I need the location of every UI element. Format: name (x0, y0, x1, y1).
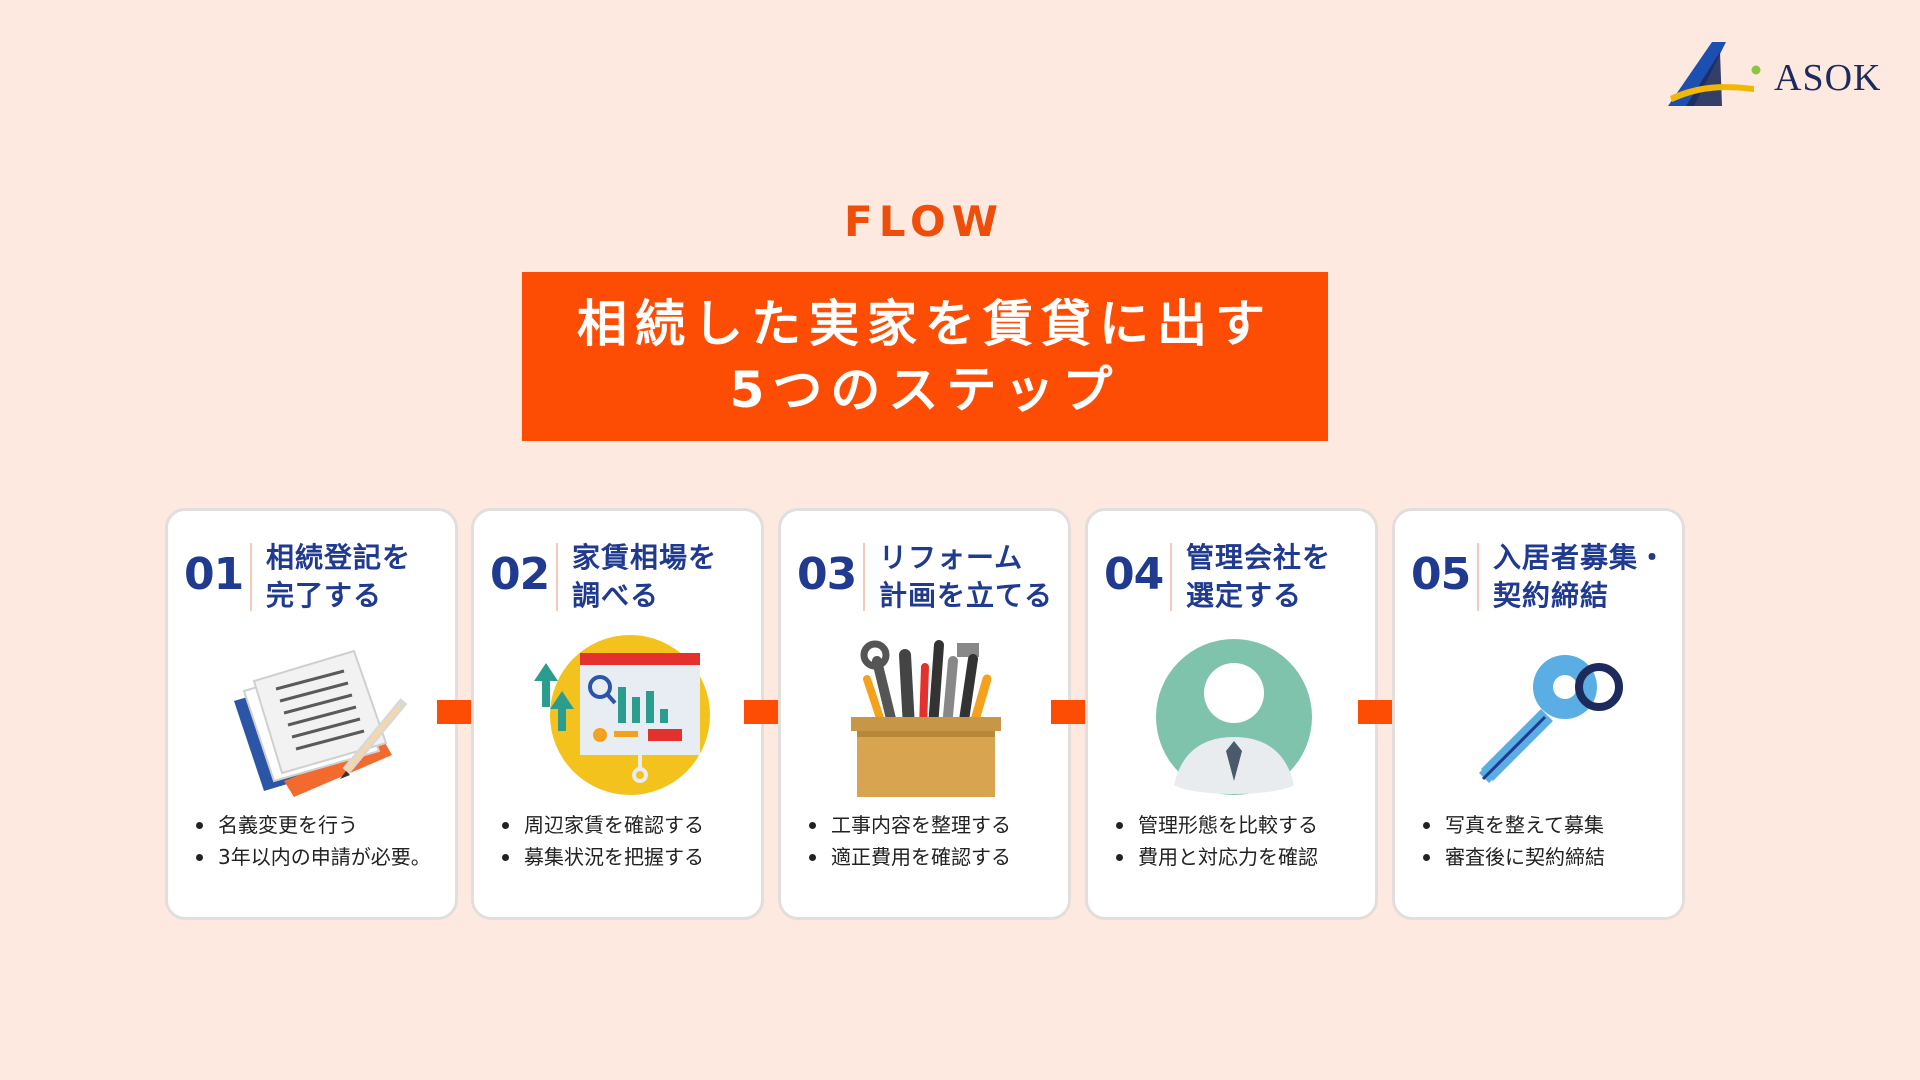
step-number: 04 (1104, 549, 1164, 600)
divider (1170, 543, 1172, 611)
list-item: 周辺家賃を確認する (500, 809, 704, 841)
list-item: 適正費用を確認する (807, 841, 1011, 873)
divider (556, 543, 558, 611)
toolbox-icon (851, 640, 1001, 797)
list-item: 審査後に契約締結 (1421, 841, 1605, 873)
step-title: リフォーム 計画を立てる (879, 539, 1069, 615)
step-title: 家賃相場を 調べる (572, 539, 762, 615)
title-banner: 相続した実家を賃貸に出す 5つのステップ (522, 272, 1328, 441)
step-bullets: 工事内容を整理する 適正費用を確認する (807, 809, 1011, 873)
market-analysis-board-icon (534, 635, 710, 795)
brand-logo: ASOK (1668, 38, 1888, 110)
step-number: 02 (490, 549, 550, 600)
step-bullets: 周辺家賃を確認する 募集状況を把握する (500, 809, 704, 873)
step-bullets: 管理形態を比較する 費用と対応力を確認 (1114, 809, 1318, 873)
step-card-3: 03 リフォーム 計画を立てる 工事内容を整理する (778, 508, 1071, 920)
step-title-line-1: 家賃相場を (572, 541, 718, 574)
step-card-2: 02 家賃相場を 調べる 周辺家賃を確認する (471, 508, 764, 920)
step-number: 01 (184, 549, 244, 600)
key-icon (1479, 655, 1623, 783)
list-item: 名義変更を行う (194, 809, 431, 841)
step-title-line-1: 入居者募集・ (1493, 541, 1668, 574)
divider (1477, 543, 1479, 611)
step-bullets: 名義変更を行う 3年以内の申請が必要。 (194, 809, 431, 873)
title-line-2: 5つのステップ (729, 360, 1121, 419)
step-title-line-1: 相続登記を (266, 541, 412, 574)
step-title-line-2: 調べる (572, 579, 660, 612)
documents-pen-icon (234, 649, 408, 797)
step-bullets: 写真を整えて募集 審査後に契約締結 (1421, 809, 1605, 873)
step-title: 入居者募集・ 契約締結 (1493, 539, 1683, 615)
step-title-line-2: 契約締結 (1493, 579, 1610, 612)
step-title-line-2: 完了する (266, 579, 383, 612)
step-title: 管理会社を 選定する (1186, 539, 1376, 615)
title-line-1: 相続した実家を賃貸に出す (577, 294, 1273, 353)
list-item: 3年以内の申請が必要。 (194, 841, 431, 873)
step-number: 05 (1411, 549, 1471, 600)
list-item: 管理形態を比較する (1114, 809, 1318, 841)
step-title-line-2: 計画を立てる (879, 579, 1054, 612)
list-item: 工事内容を整理する (807, 809, 1011, 841)
step-title: 相続登記を 完了する (266, 539, 456, 615)
flow-label: FLOW (844, 197, 1004, 246)
step-card-4: 04 管理会社を 選定する 管理形態を比較する 費用と対応力を確認 (1085, 508, 1378, 920)
step-card-5: 05 入居者募集・ 契約締結 写真を整えて募集 審査後に契約締結 (1392, 508, 1685, 920)
step-title-line-1: リフォーム (879, 541, 1024, 574)
list-item: 写真を整えて募集 (1421, 809, 1605, 841)
business-person-avatar-icon (1156, 639, 1312, 795)
list-item: 費用と対応力を確認 (1114, 841, 1318, 873)
asok-logo-mark-icon (1668, 42, 1761, 106)
divider (863, 543, 865, 611)
step-title-line-2: 選定する (1186, 579, 1303, 612)
step-card-1: 01 相続登記を 完了する 名義変更を行う 3年以内の申請 (165, 508, 458, 920)
step-title-line-1: 管理会社を (1186, 541, 1332, 574)
brand-name: ASOK (1774, 57, 1882, 99)
list-item: 募集状況を把握する (500, 841, 704, 873)
divider (250, 543, 252, 611)
step-number: 03 (797, 549, 857, 600)
